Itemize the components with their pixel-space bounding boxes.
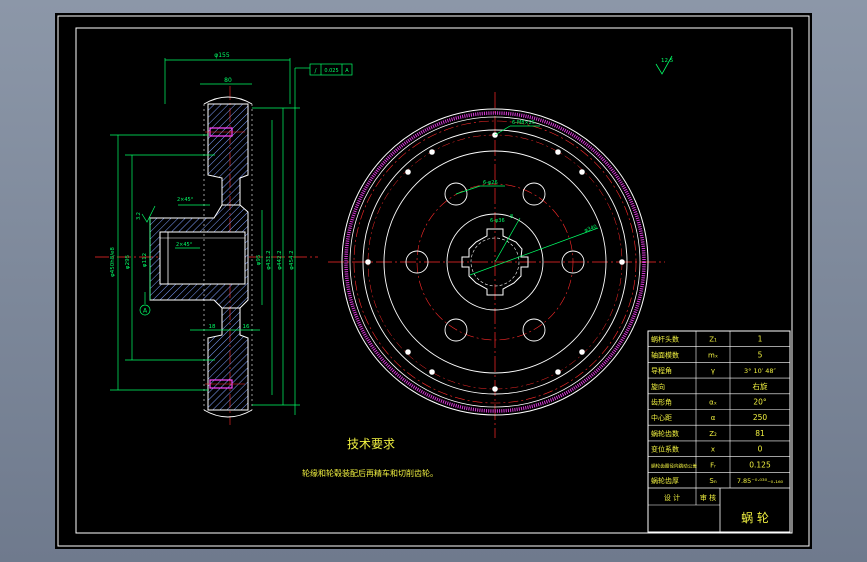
table-row-symbol: αₓ bbox=[709, 398, 717, 406]
pitch-circle bbox=[353, 120, 637, 404]
label-inner-holes: 6-φ26 bbox=[483, 180, 498, 186]
web-outer bbox=[383, 150, 607, 374]
root-circle bbox=[362, 129, 628, 395]
label-outer-holes: 6-M8×25 bbox=[512, 120, 535, 126]
dim-bottom-right: 16 bbox=[243, 324, 250, 330]
table-row-name: 蜗杆头数 bbox=[651, 335, 679, 344]
table-row-symbol: Sₙ bbox=[709, 477, 716, 485]
dim-chamfer-mid: 2×45° bbox=[176, 242, 193, 248]
table-row-value: 右旋 bbox=[753, 381, 768, 391]
table-row-name: 导程角 bbox=[651, 366, 672, 375]
table-row-name: 变位系数 bbox=[651, 445, 679, 454]
table-row-value: 81 bbox=[755, 429, 765, 438]
table-row-value: 20° bbox=[753, 397, 767, 406]
tolerance-frame: / 0.025 A bbox=[309, 63, 353, 76]
label-key: 8 bbox=[510, 214, 513, 220]
hub-outer bbox=[446, 213, 544, 311]
dim-right-c: φ442.2 bbox=[277, 250, 283, 269]
table-row-name: 蜗轮齿数 bbox=[651, 429, 679, 438]
dim-top-small: 80 bbox=[224, 77, 232, 84]
hole-pcd-circle bbox=[416, 183, 574, 341]
table-row-value: 3° 10′ 48″ bbox=[744, 367, 777, 375]
table-row-name: 蜗轮齿圈径向跳动公差 bbox=[651, 462, 697, 469]
svg-text:12.5: 12.5 bbox=[661, 58, 674, 64]
table-row-value: 0 bbox=[758, 445, 763, 454]
svg-text:/: / bbox=[314, 68, 317, 75]
bore bbox=[159, 231, 246, 285]
label-hole-pcd: φ340 bbox=[584, 224, 598, 234]
dim-bore: φ112 bbox=[142, 253, 148, 267]
dim-right-b: φ431.2 bbox=[266, 250, 272, 269]
dim-chamfer-top: 2×45° bbox=[177, 197, 194, 203]
dim-bottom-left: 18 bbox=[209, 324, 216, 330]
table-row-value: 7.85⁻⁰·⁰³⁰₋₀.₁₆₀ bbox=[737, 477, 784, 485]
rim-tooth-outer bbox=[341, 108, 649, 416]
dim-left-dia-1: φ450h8/e8 bbox=[110, 247, 116, 277]
rim-bottom-hatch bbox=[207, 307, 249, 411]
label-spline: 6-φ36 bbox=[490, 218, 505, 224]
spline-bore bbox=[461, 228, 529, 296]
section-view[interactable]: φ155 80 2×45° 2×45° φ450h8/e8 φ295 φ112 … bbox=[95, 52, 353, 425]
dim-right-a: φ95 bbox=[256, 254, 262, 265]
rim-tooth-inner bbox=[349, 116, 641, 408]
outer-frame bbox=[57, 15, 810, 547]
rim-top-arc bbox=[203, 96, 253, 105]
table-row-symbol: mₓ bbox=[708, 351, 718, 359]
footer-check: 审 核 bbox=[700, 493, 716, 502]
roughness-small: 3.2 bbox=[136, 205, 156, 223]
svg-text:A: A bbox=[143, 308, 148, 315]
datum-a-marker: A bbox=[139, 292, 151, 316]
rim-bolt-holes bbox=[365, 132, 625, 392]
table-row-name: 轴面模数 bbox=[651, 350, 679, 359]
footer-part-name: 蜗 轮 bbox=[741, 510, 769, 525]
table-row-value: 1 bbox=[758, 335, 763, 344]
rim-bottom-arc bbox=[203, 409, 253, 418]
table-row-name: 齿形角 bbox=[651, 397, 672, 406]
table-row-name: 旋向 bbox=[651, 382, 665, 391]
front-view[interactable]: 6-M8×25 6-φ26 6-φ36 8 φ340 bbox=[328, 92, 665, 438]
table-row-value: 5 bbox=[758, 350, 763, 359]
footer-design: 设 计 bbox=[664, 493, 680, 502]
dim-left-dia-2: φ295 bbox=[125, 254, 131, 269]
front-leaders bbox=[455, 125, 599, 276]
table-row-symbol: Z₂ bbox=[709, 430, 717, 438]
table-row-name: 中心距 bbox=[651, 413, 672, 422]
svg-text:0.025: 0.025 bbox=[324, 68, 338, 74]
spline-inner bbox=[470, 237, 520, 287]
table-row-symbol: α bbox=[711, 414, 716, 422]
table-row-name: 蜗轮齿厚 bbox=[651, 476, 679, 485]
table-row-symbol: Fᵣ bbox=[710, 461, 716, 469]
tech-title: 技术要求 bbox=[347, 437, 395, 451]
rim-tooth-band bbox=[344, 111, 646, 413]
table-footer: 设 计 审 核 蜗 轮 bbox=[648, 487, 790, 532]
section-dimensions bbox=[110, 58, 310, 415]
svg-text:3.2: 3.2 bbox=[136, 212, 142, 220]
dim-right-d: φ454.2 bbox=[289, 250, 295, 269]
table-row-symbol: Z₁ bbox=[709, 336, 717, 344]
table-row-value: 0.125 bbox=[749, 460, 771, 469]
roughness-global: 12.5 bbox=[655, 55, 674, 75]
inner-frame bbox=[75, 27, 793, 534]
table-row-value: 250 bbox=[753, 413, 768, 422]
table-row-symbol: x bbox=[711, 446, 715, 454]
table-row-symbol: γ bbox=[711, 367, 715, 375]
dim-top-width: φ155 bbox=[214, 52, 230, 59]
tech-text: 轮缘和轮毂装配后再精车和切削齿轮。 bbox=[302, 468, 438, 478]
svg-text:A: A bbox=[345, 68, 349, 74]
lightening-holes bbox=[405, 182, 585, 342]
